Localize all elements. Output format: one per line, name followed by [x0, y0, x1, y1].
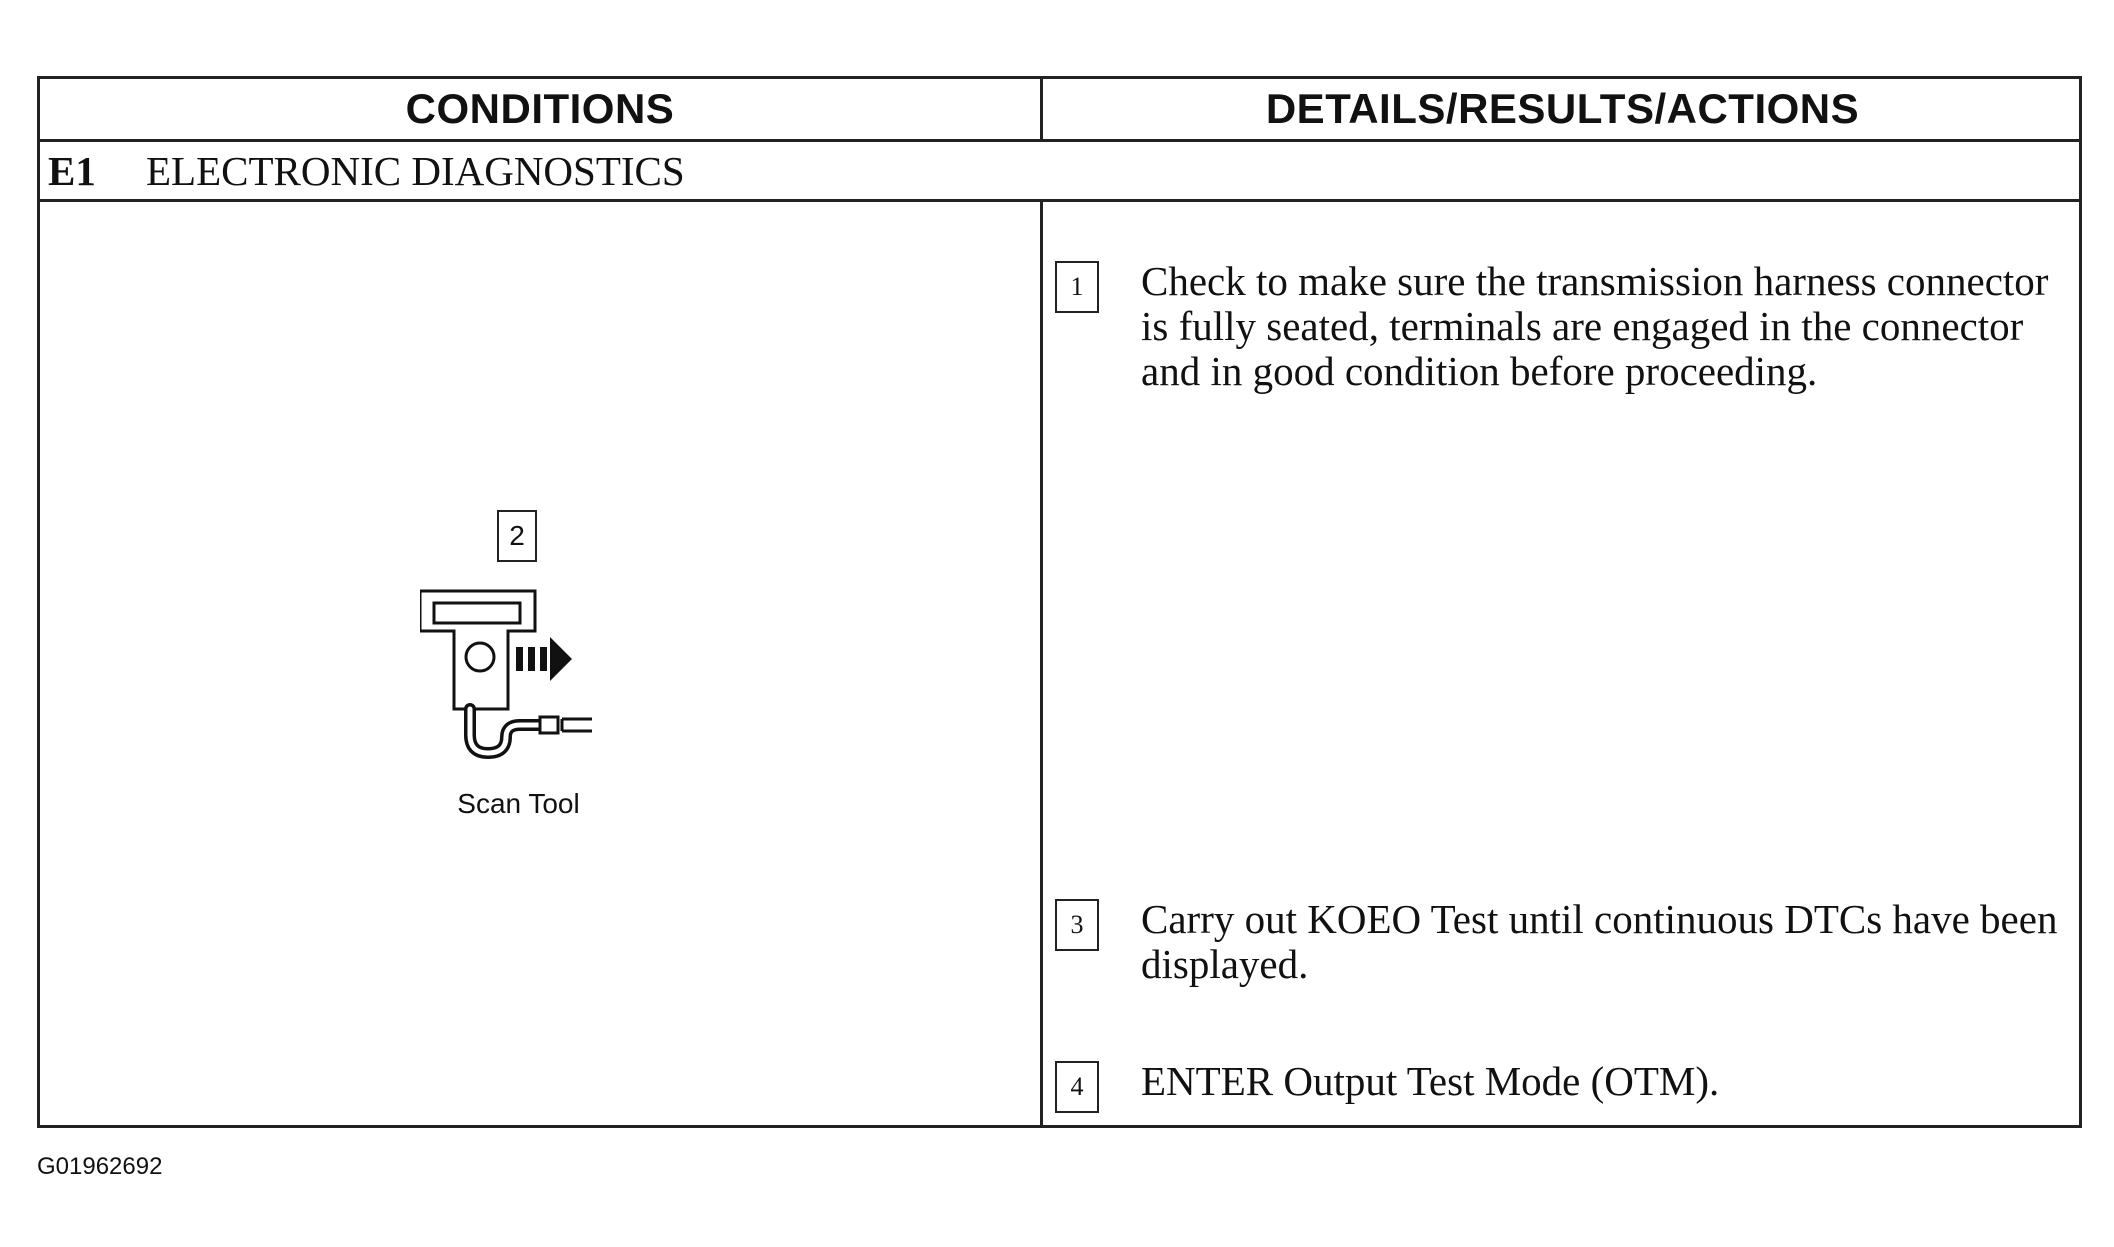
header-divider: [1040, 79, 1043, 139]
section-code: E1: [48, 147, 96, 194]
step-4: 4 ENTER Output Test Mode (OTM).: [1055, 1059, 2081, 1113]
section-row: E1 ELECTRONIC DIAGNOSTICS: [48, 142, 685, 199]
step-number-box: 4: [1055, 1061, 1099, 1113]
details-header: DETAILS/RESULTS/ACTIONS: [1265, 85, 1860, 132]
step-3: 3 Carry out KOEO Test until continuous D…: [1055, 897, 2081, 987]
step-text: ENTER Output Test Mode (OTM).: [1141, 1058, 1720, 1104]
section-rule: [40, 199, 2079, 202]
body-divider: [1040, 199, 1043, 1125]
step-1: 1 Check to make sure the transmission ha…: [1055, 259, 2081, 394]
step-text: Carry out KOEO Test until continuous DTC…: [1141, 896, 2058, 987]
diagnostic-table: CONDITIONS DETAILS/RESULTS/ACTIONS E1 EL…: [37, 76, 2082, 1128]
figure-id: G01962692: [37, 1153, 163, 1180]
header-rule: [40, 139, 2079, 142]
step-2-box: 2: [497, 510, 537, 562]
step-number-box: 1: [1055, 261, 1099, 313]
section-title: ELECTRONIC DIAGNOSTICS: [146, 147, 685, 194]
conditions-header: CONDITIONS: [405, 85, 675, 132]
step-number-box: 3: [1055, 899, 1099, 951]
scan-tool-caption: Scan Tool: [457, 788, 580, 819]
scan-tool-figure: 2 Scan Tool: [390, 440, 640, 840]
scan-tool-icon: [420, 589, 592, 760]
step-text: Check to make sure the transmission harn…: [1141, 258, 2049, 394]
